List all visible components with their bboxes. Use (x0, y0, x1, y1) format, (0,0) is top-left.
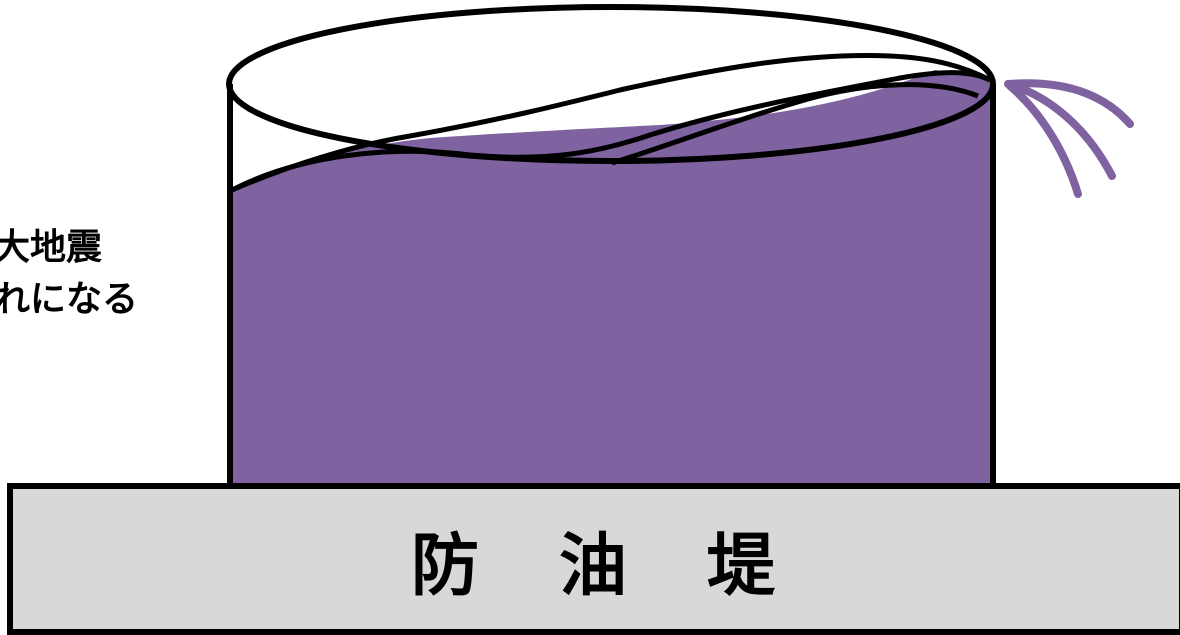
oil-surface-front (230, 70, 992, 193)
caption-line-1: 大地震 (0, 227, 103, 268)
overflow-stream-1 (1004, 79, 1134, 128)
dike-label: 防 油 堤 (410, 526, 781, 606)
tank-top-rim (226, 4, 996, 164)
oil-surface-back (231, 52, 992, 193)
caption-line-2: れになる (0, 279, 139, 320)
oil-surface-swirl (611, 82, 979, 166)
oil-dike (7, 483, 1180, 635)
caption-text: 大地震 れになる (0, 222, 138, 326)
oil-body (232, 70, 990, 488)
overflow-stream-2 (1005, 80, 1116, 180)
overflow-stream-3 (1006, 82, 1082, 198)
